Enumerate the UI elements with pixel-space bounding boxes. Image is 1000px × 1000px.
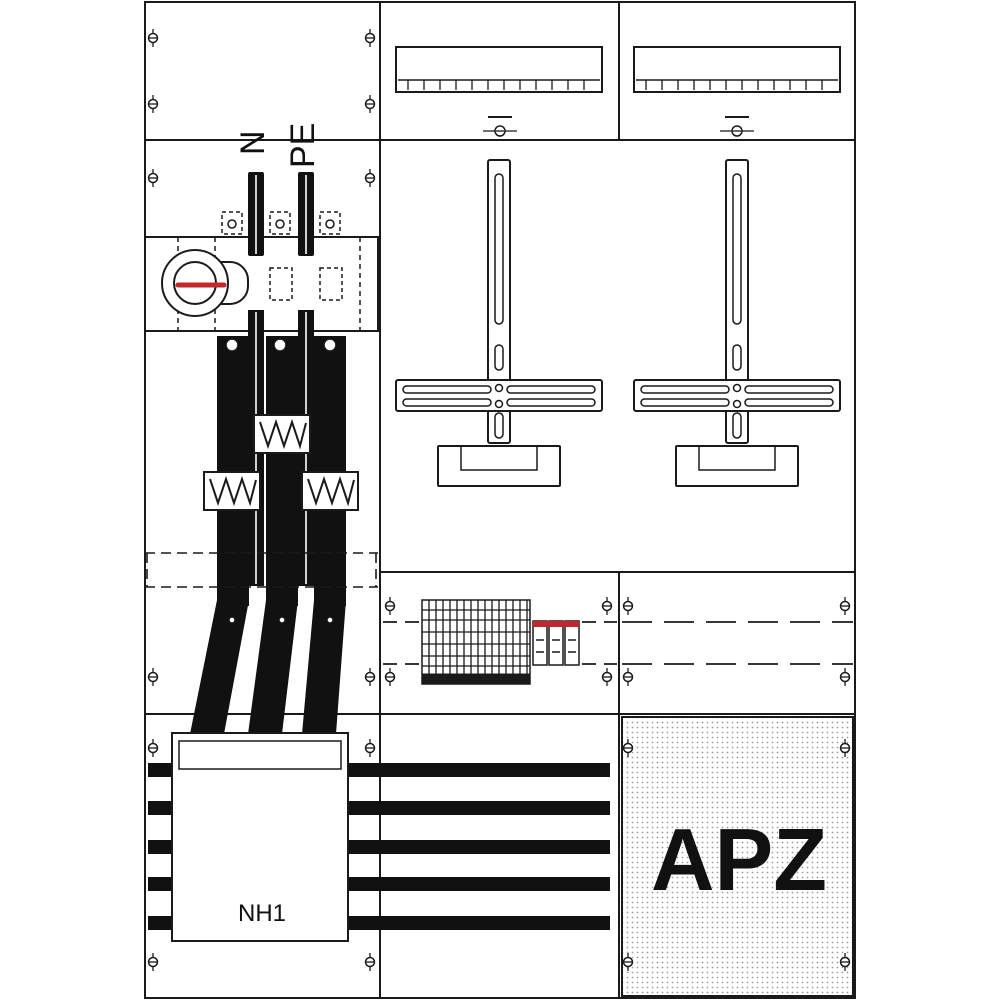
terminal-block bbox=[421, 599, 531, 685]
meter-bracket-left bbox=[395, 159, 603, 487]
din-rail-left bbox=[383, 621, 617, 665]
circuit-breakers bbox=[532, 620, 580, 666]
fuse-base-label: NH1 bbox=[238, 900, 286, 927]
protective-earth-label: PE bbox=[284, 123, 322, 168]
din-rail-right bbox=[622, 621, 853, 665]
dashed-divider-left bbox=[145, 552, 378, 588]
neutral-label: N bbox=[234, 130, 272, 155]
meter-bracket-right bbox=[633, 159, 841, 487]
terminal-clamps bbox=[221, 211, 343, 624]
apz-label: APZ bbox=[651, 810, 827, 909]
terminal-strip-right bbox=[633, 46, 841, 137]
fuse-base bbox=[171, 732, 349, 942]
terminal-strip-left bbox=[395, 46, 603, 137]
horizontal-busbars bbox=[148, 763, 610, 930]
apz-panel bbox=[621, 716, 854, 997]
